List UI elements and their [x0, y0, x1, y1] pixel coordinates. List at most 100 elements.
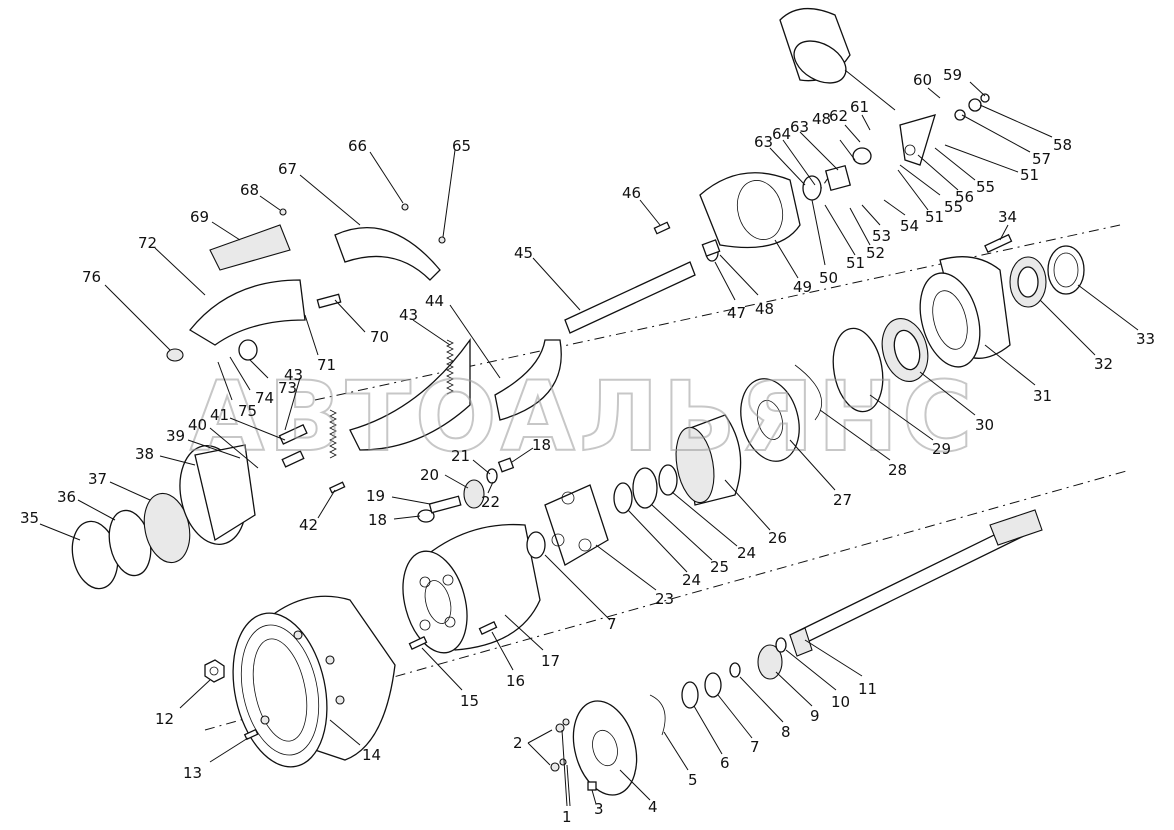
callout-14: 14 [362, 746, 381, 764]
inner-bearing [881, 318, 929, 382]
callout-7-a: 7 [607, 615, 617, 633]
callout-45: 45 [514, 244, 533, 262]
watermark: АВТОАЛЬЯНС [190, 361, 976, 473]
callout-4: 4 [648, 798, 658, 816]
callout-15: 15 [460, 692, 479, 710]
callout-73: 73 [278, 379, 297, 397]
axle-rings [649, 637, 787, 736]
wheel-hub [919, 256, 1011, 368]
callout-46: 46 [622, 184, 641, 202]
wheel-nut [204, 659, 225, 683]
return-springs [329, 339, 454, 459]
callout-1: 1 [562, 808, 572, 826]
callout-63-b: 63 [790, 118, 809, 136]
thrust-rings [613, 464, 678, 514]
callout-24-b: 24 [737, 544, 756, 562]
callout-31: 31 [1033, 387, 1052, 405]
callout-51-b: 51 [925, 208, 944, 226]
callout-3: 3 [594, 800, 604, 818]
callout-42: 42 [299, 516, 318, 534]
parts-drawing [71, 8, 1085, 796]
callout-21: 21 [451, 447, 470, 465]
callout-76: 76 [82, 268, 101, 286]
callout-51-a: 51 [846, 254, 865, 272]
callout-43-b: 43 [399, 306, 418, 324]
callout-43-a: 43 [284, 366, 303, 384]
carrier-housing [402, 523, 541, 654]
callout-34: 34 [998, 208, 1017, 226]
drum-seals [71, 444, 256, 590]
callout-47: 47 [727, 304, 746, 322]
callout-5: 5 [688, 771, 698, 789]
callout-23: 23 [655, 590, 674, 608]
callout-17: 17 [541, 652, 560, 670]
callout-57: 57 [1032, 150, 1051, 168]
callout-11: 11 [858, 680, 877, 698]
callout-10: 10 [831, 693, 850, 711]
callout-74: 74 [255, 389, 274, 407]
callout-20: 20 [420, 466, 439, 484]
callout-32: 32 [1094, 355, 1113, 373]
wheel-stud-34 [984, 233, 1013, 253]
planet-carrier [544, 484, 609, 566]
stud-16 [478, 621, 498, 635]
stud-15 [408, 636, 428, 650]
callout-35: 35 [20, 509, 39, 527]
callout-18-a: 18 [368, 511, 387, 529]
callout-63-a: 63 [754, 133, 773, 151]
washer-7 [526, 531, 546, 559]
outer-bearing [1009, 256, 1047, 308]
callout-19: 19 [366, 487, 385, 505]
callout-13: 13 [183, 764, 202, 782]
callout-75: 75 [238, 402, 257, 420]
callout-48-b: 48 [812, 110, 831, 128]
callout-58: 58 [1053, 136, 1072, 154]
callout-27: 27 [833, 491, 852, 509]
callout-69: 69 [190, 208, 209, 226]
callout-2: 2 [513, 734, 523, 752]
callout-60: 60 [913, 71, 932, 89]
half-shaft [789, 509, 1043, 657]
callout-66: 66 [348, 137, 367, 155]
callout-labels: 1 1 2 3 4 5 6 7 7 8 9 10 11 12 13 14 15 … [20, 66, 1155, 826]
callout-22: 22 [481, 493, 500, 511]
callout-54: 54 [900, 217, 919, 235]
callout-41: 41 [210, 406, 229, 424]
callout-30: 30 [975, 416, 994, 434]
callout-53: 53 [872, 227, 891, 245]
callout-29: 29 [932, 440, 951, 458]
callout-67: 67 [278, 160, 297, 178]
callout-55-a: 55 [944, 198, 963, 216]
callout-37: 37 [88, 470, 107, 488]
callout-44: 44 [425, 292, 444, 310]
callout-12: 12 [155, 710, 174, 728]
callout-52: 52 [866, 244, 885, 262]
bearing-cup [1047, 245, 1085, 295]
callout-38: 38 [135, 445, 154, 463]
callout-59: 59 [943, 66, 962, 84]
callout-26: 26 [768, 529, 787, 547]
callout-50: 50 [819, 269, 838, 287]
callout-72: 72 [138, 234, 157, 252]
axle-tube [564, 261, 696, 334]
hub-rings [794, 327, 884, 421]
callout-8: 8 [781, 723, 791, 741]
callout-48-a: 48 [755, 300, 774, 318]
callout-33: 33 [1136, 330, 1155, 348]
callout-70: 70 [370, 328, 389, 346]
gear-hub [740, 378, 800, 462]
drum-screw [243, 728, 259, 741]
brake-drum [232, 595, 396, 768]
callout-71: 71 [317, 356, 336, 374]
callout-9: 9 [810, 707, 820, 725]
dust-shield [334, 227, 471, 451]
callout-56: 56 [955, 188, 974, 206]
callout-65: 65 [452, 137, 471, 155]
brake-shoe-lower [494, 339, 562, 421]
callout-24-a: 24 [682, 571, 701, 589]
callout-36: 36 [57, 488, 76, 506]
callout-18-b: 18 [532, 436, 551, 454]
callout-51-c: 51 [1020, 166, 1039, 184]
callout-7-b: 7 [750, 738, 760, 756]
